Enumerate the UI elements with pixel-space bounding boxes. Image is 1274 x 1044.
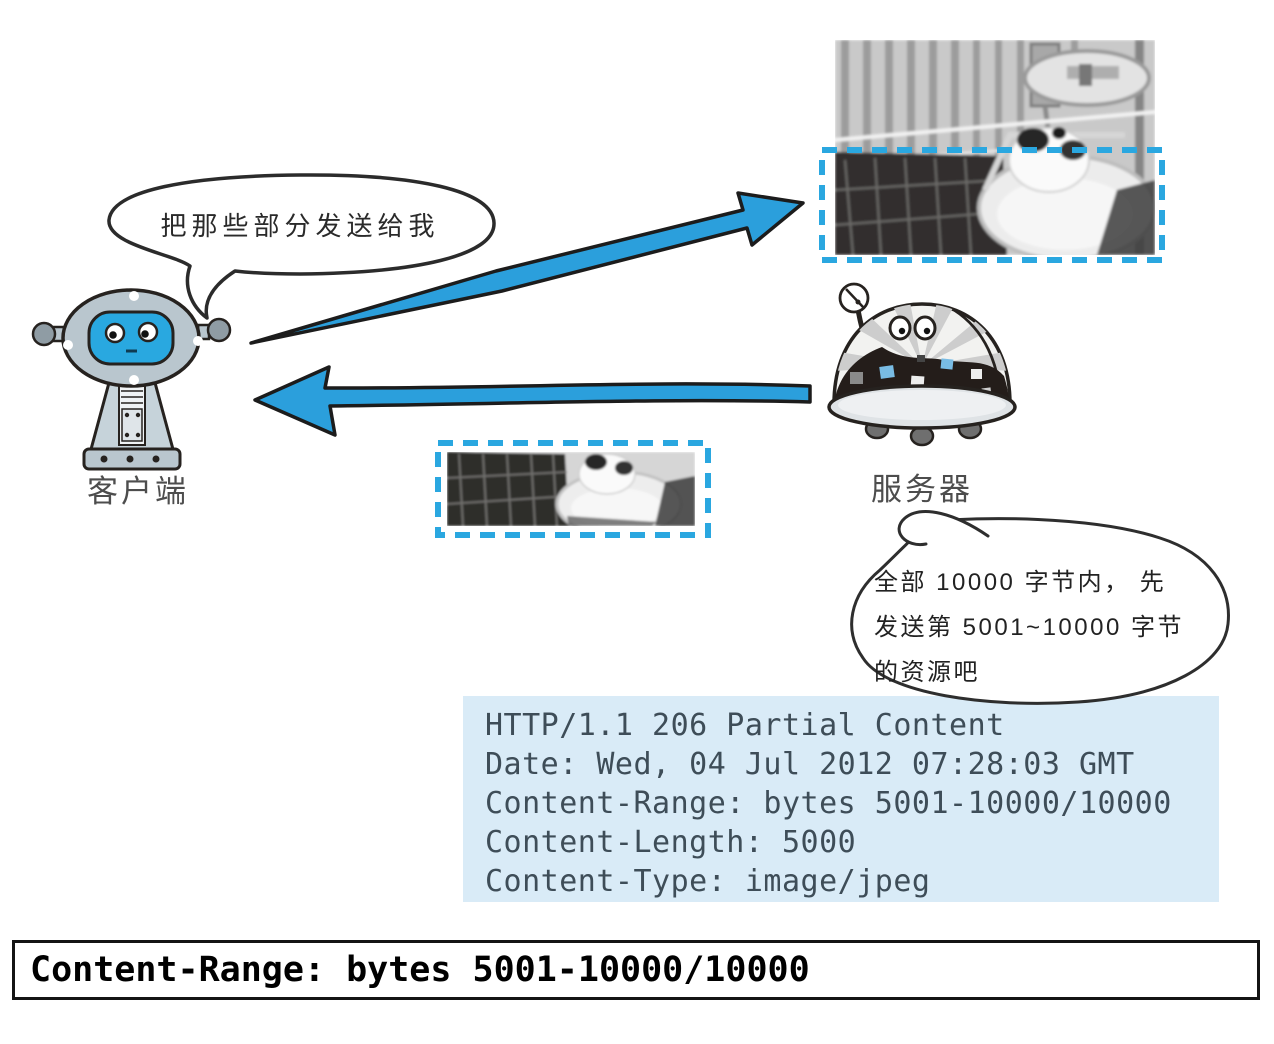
http-response-box: HTTP/1.1 206 Partial Content Date: Wed, … bbox=[463, 696, 1219, 902]
http-response-line: Date: Wed, 04 Jul 2012 07:28:03 GMT bbox=[485, 747, 1135, 782]
response-arrow-icon bbox=[253, 365, 812, 437]
server-bubble-line: 全部 10000 字节内， 先 bbox=[874, 569, 1167, 596]
client-bubble-text: 把那些部分发送给我 bbox=[160, 211, 440, 241]
request-arrow-icon bbox=[249, 191, 805, 345]
photo-range-highlight bbox=[819, 147, 1165, 263]
http-response-line: Content-Range: bytes 5001-10000/10000 bbox=[485, 786, 1172, 821]
content-range-header-text: Content-Range: bytes 5001-10000/10000 bbox=[30, 950, 810, 990]
server-bubble-line: 的资源吧 bbox=[874, 659, 980, 686]
server-robot-icon bbox=[827, 282, 1017, 447]
client-robot-face bbox=[87, 310, 175, 366]
http-response-line: Content-Type: image/jpeg bbox=[485, 864, 931, 899]
content-range-header-box: Content-Range: bytes 5001-10000/10000 bbox=[12, 940, 1260, 1000]
partial-image-frame bbox=[435, 440, 711, 538]
server-bubble-text: 全部 10000 字节内， 先 发送第 5001~10000 字节 的资源吧 bbox=[874, 560, 1214, 695]
server-bubble-line: 发送第 5001~10000 字节 bbox=[874, 614, 1184, 641]
http-response-line: Content-Length: 5000 bbox=[485, 825, 857, 860]
client-speech-bubble bbox=[107, 173, 496, 320]
partial-image bbox=[447, 452, 695, 526]
client-label: 客户端 bbox=[87, 474, 189, 509]
server-speech-bubble bbox=[850, 510, 1230, 705]
client-robot-icon bbox=[31, 288, 232, 471]
http-response-line: HTTP/1.1 206 Partial Content bbox=[485, 708, 1005, 743]
server-label: 服务器 bbox=[871, 472, 973, 507]
